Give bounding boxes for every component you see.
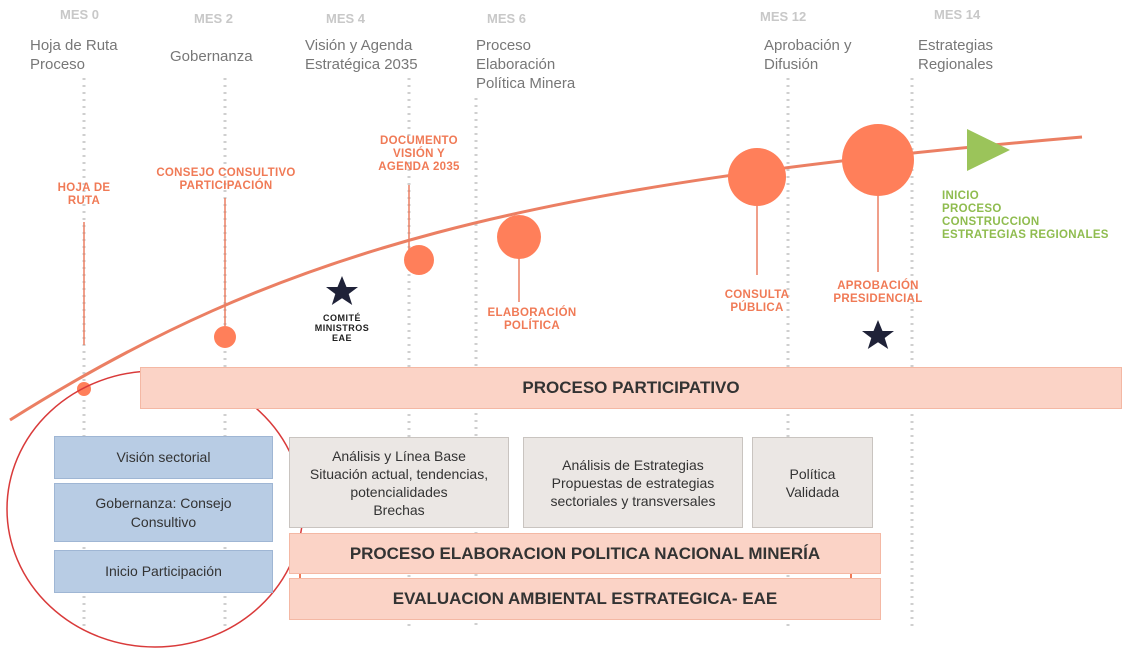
- connector-lines: [83, 185, 879, 345]
- proceso-participativo-bar: PROCESO PARTICIPATIVO: [140, 367, 1122, 409]
- inicio-participacion-box: Inicio Participación: [54, 550, 273, 593]
- analisis-estrategias-box: Análisis de Estrategias Propuestas de es…: [523, 437, 743, 528]
- proceso-elaboracion-bar: PROCESO ELABORACION POLITICA NACIONAL MI…: [289, 533, 881, 574]
- flag-label: INICIO PROCESO CONSTRUCCION ESTRATEGIAS …: [942, 190, 1109, 241]
- month-label: MES 14: [934, 7, 981, 22]
- month-label: MES 12: [760, 9, 807, 24]
- milestone-dot-elaboracion: [497, 215, 541, 259]
- vision-sectorial-box: Visión sectorial: [54, 436, 273, 479]
- milestone-label-hoja-ruta: HOJA DE RUTA: [57, 182, 111, 207]
- phase-label: Proceso Elaboración Política Minera: [476, 37, 576, 92]
- phase-label: Aprobación y Difusión: [764, 37, 852, 73]
- milestone-label-documento: DOCUMENTO VISIÓN Y AGENDA 2035: [378, 135, 460, 173]
- milestone-label-aprobacion: APROBACIÓN PRESIDENCIAL: [833, 280, 923, 305]
- month-label: MES 6: [487, 11, 527, 26]
- milestone-dot-aprobacion: [842, 124, 914, 196]
- milestone-dot-documento: [404, 245, 434, 275]
- gobernanza-box: Gobernanza: Consejo Consultivo: [54, 483, 273, 542]
- phase-label: Visión y Agenda Estratégica 2035: [305, 37, 418, 73]
- phase-label: Gobernanza: [170, 48, 253, 65]
- milestone-label-consejo: CONSEJO CONSULTIVO PARTICIPACIÓN: [156, 167, 296, 192]
- milestone-label-consulta: CONSULTA PÚBLICA: [724, 289, 790, 314]
- milestone-label-elaboracion: ELABORACIÓN POLÍTICA: [487, 307, 577, 332]
- comite-label: COMITÉ MINISTROS EAE: [314, 313, 370, 343]
- phase-label: Hoja de Ruta Proceso: [30, 37, 118, 73]
- month-label: MES 4: [326, 11, 366, 26]
- politica-validada-box: Política Validada: [752, 437, 873, 528]
- milestone-dot-hoja-ruta: [77, 382, 91, 396]
- star-icon-comite: [326, 276, 358, 305]
- milestone-dot-consejo: [214, 326, 236, 348]
- star-icon-aprobacion: [862, 320, 894, 349]
- analisis-linea-base-box: Análisis y Línea Base Situación actual, …: [289, 437, 509, 528]
- month-label: MES 2: [194, 11, 234, 26]
- month-label: MES 0: [60, 7, 100, 22]
- phase-label: Estrategias Regionales: [918, 37, 994, 73]
- milestone-dot-consulta: [728, 148, 786, 206]
- flag-icon: [967, 129, 1010, 171]
- evaluacion-ambiental-bar: EVALUACION AMBIENTAL ESTRATEGICA- EAE: [289, 578, 881, 620]
